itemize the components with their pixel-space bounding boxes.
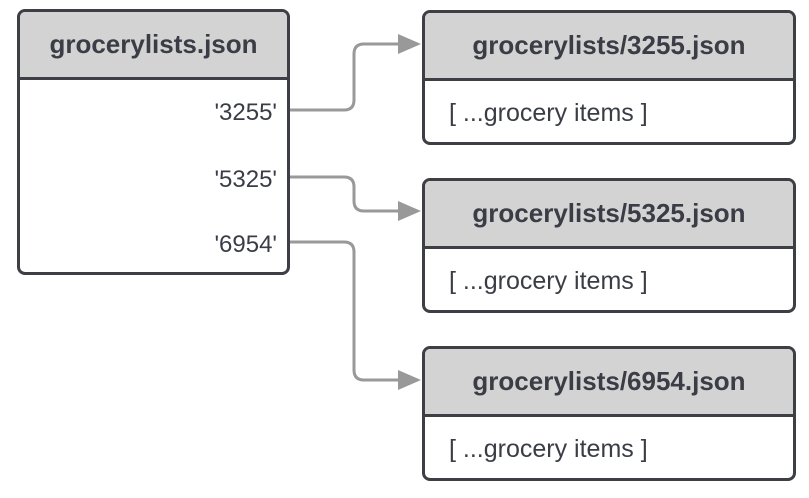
target-file-node-6954: grocerylists/6954.json [ ...grocery item…: [422, 346, 796, 481]
key-3255: '3255': [214, 99, 277, 126]
arrowhead-6954: [398, 370, 421, 390]
source-file-title: grocerylists.json: [20, 12, 287, 80]
key-6954: '6954': [214, 231, 277, 258]
arrowhead-5325: [398, 201, 421, 221]
arrowhead-3255: [398, 34, 421, 54]
target-file-node-5325: grocerylists/5325.json [ ...grocery item…: [422, 178, 796, 313]
target-file-body: [ ...grocery items ]: [449, 98, 648, 127]
connector-6954: [290, 240, 400, 382]
target-file-body: [ ...grocery items ]: [449, 266, 648, 295]
source-file-node: grocerylists.json '3255' '5325' '6954': [17, 9, 290, 275]
target-file-node-3255: grocerylists/3255.json [ ...grocery item…: [422, 10, 796, 145]
target-file-title: grocerylists/3255.json: [425, 13, 793, 81]
key-5325: '5325': [214, 166, 277, 193]
target-file-title: grocerylists/5325.json: [425, 181, 793, 249]
connector-5325: [290, 175, 400, 213]
connector-3255: [290, 42, 400, 112]
target-file-title: grocerylists/6954.json: [425, 349, 793, 417]
target-file-body: [ ...grocery items ]: [449, 434, 648, 463]
